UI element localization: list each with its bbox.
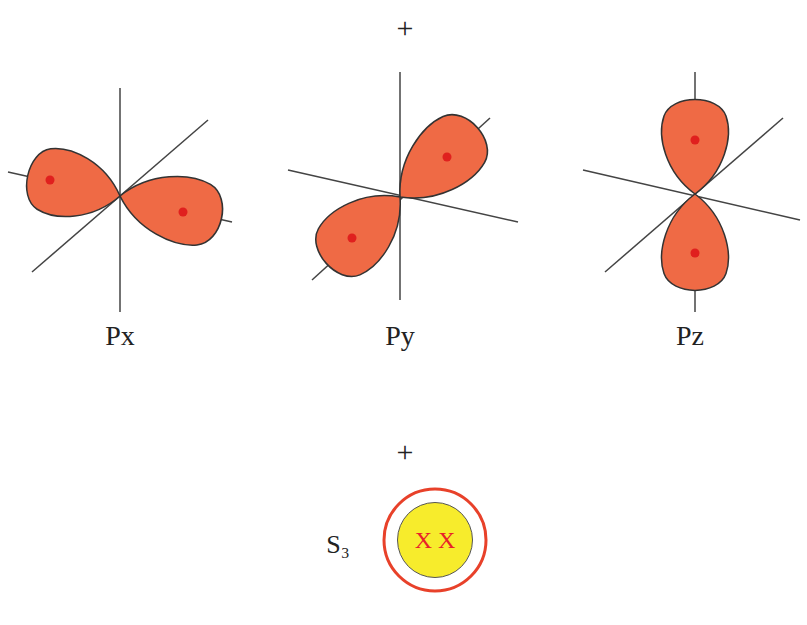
electron-dots <box>46 136 700 258</box>
orbital-label: Py <box>385 322 415 350</box>
electron-dot <box>179 208 188 217</box>
axes <box>8 72 800 312</box>
pz-lobe <box>662 100 729 195</box>
pz-lobe <box>662 194 729 290</box>
plus-sign: + <box>397 13 414 43</box>
electron-dot <box>691 136 700 145</box>
electron-dot <box>348 234 357 243</box>
plus-sign: + <box>397 437 414 467</box>
axis-line <box>119 88 121 312</box>
electron-dot <box>46 176 55 185</box>
orbital-label: Px <box>105 322 135 350</box>
highlight-ring <box>384 489 486 591</box>
electron-dot <box>691 249 700 258</box>
orbital-label: S₃ <box>326 532 350 558</box>
py-lobe <box>304 172 422 288</box>
px-lobe <box>113 163 229 251</box>
electron-pair: X X <box>415 528 456 552</box>
orbital-lobes <box>20 100 728 291</box>
s-orbital-circle: X X <box>397 502 473 578</box>
electron-dot <box>443 153 452 162</box>
orbital-label: Pz <box>676 322 704 350</box>
px-lobe <box>20 143 127 229</box>
